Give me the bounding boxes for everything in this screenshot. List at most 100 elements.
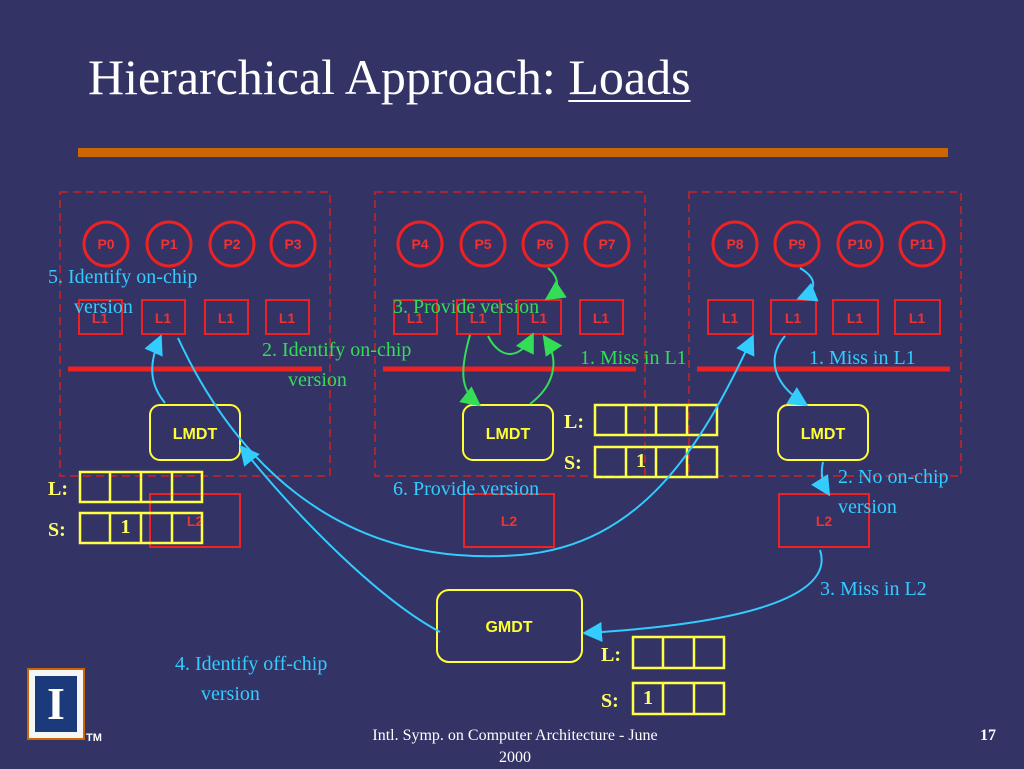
l1-cache	[894, 299, 941, 335]
l1-label: L1	[531, 310, 548, 326]
processor-label: P3	[284, 236, 301, 252]
table-middle-s-value: 1	[636, 450, 646, 472]
processor-label: P7	[598, 236, 615, 252]
processor-label: P9	[788, 236, 805, 252]
processor-circle	[836, 220, 884, 268]
l1-label: L1	[470, 310, 487, 326]
l1-cache	[770, 299, 817, 335]
l1-cache	[517, 299, 562, 335]
processor-label: P10	[848, 236, 873, 252]
processor-label: P8	[726, 236, 743, 252]
arrow-l1-transfer	[487, 332, 534, 355]
l1-label: L1	[407, 310, 424, 326]
l1-cache	[78, 299, 123, 335]
chip-boundary-2	[374, 191, 646, 477]
arrow-lmdt-to-l2-right	[811, 461, 831, 497]
footer-conference: Intl. Symp. on Computer Architecture - J…	[372, 727, 658, 766]
l1-label: L1	[218, 310, 235, 326]
arrow-l2-to-gmdt	[582, 549, 823, 643]
step-1-miss-mid-label: 1. Miss in L1	[580, 347, 687, 369]
l1-label: L1	[722, 310, 739, 326]
l1-label: L1	[785, 310, 802, 326]
table-middle-l-label: L:	[564, 411, 584, 433]
l1-cache	[832, 299, 879, 335]
processor-label: P5	[474, 236, 491, 252]
table-left-s-value: 1	[120, 516, 131, 538]
processor-circle	[396, 220, 444, 268]
gmdt-label: GMDT	[485, 619, 532, 636]
arrow-gmdt-to-lmdt-left	[239, 444, 441, 633]
page-number: 17	[980, 727, 996, 744]
arrow-l1-to-lmdt	[459, 334, 482, 407]
table-bottom-s-row	[631, 681, 726, 716]
processor-circle	[208, 220, 256, 268]
processor-label: P2	[223, 236, 240, 252]
processor-circle	[583, 220, 631, 268]
l2-label: L2	[187, 513, 204, 529]
lmdt-box	[149, 404, 241, 461]
slide-title: Hierarchical Approach: Loads	[88, 52, 691, 102]
lmdt-label: LMDT	[801, 426, 846, 443]
title-main: Hierarchical Approach:	[88, 49, 569, 105]
processor-label: P4	[411, 236, 428, 252]
table-left-s-label: S:	[48, 519, 66, 541]
lmdt-box	[462, 404, 554, 461]
processor-circle	[145, 220, 193, 268]
processor-circle	[459, 220, 507, 268]
gmdt-box	[436, 589, 583, 663]
title-underlined: Loads	[568, 49, 691, 105]
arrow-l1-to-lmdt-right	[773, 335, 809, 407]
chip-boundary-1	[59, 191, 331, 477]
step-1-miss-right-label: 1. Miss in L1	[809, 347, 916, 369]
trademark-mark: TM	[86, 732, 102, 744]
table-bottom-l-label: L:	[601, 644, 621, 666]
lmdt-box	[777, 404, 869, 461]
arrow-lmdt-to-l1	[529, 334, 563, 405]
processor-label: P0	[97, 236, 114, 252]
arrow-lmdt-to-l1-left	[144, 334, 166, 404]
l1-label: L1	[909, 310, 926, 326]
processor-circle	[898, 220, 946, 268]
l2-cache	[149, 493, 241, 548]
processor-circle	[773, 220, 821, 268]
l2-cache	[463, 493, 555, 548]
step-3-miss-l2-label: 3. Miss in L2	[820, 578, 927, 600]
l2-label: L2	[501, 513, 518, 529]
l1-label: L1	[279, 310, 296, 326]
logo-letter: I	[47, 678, 65, 729]
l1-cache	[141, 299, 186, 335]
l1-label: L1	[847, 310, 864, 326]
arrow-p6-to-l1	[544, 267, 567, 301]
processor-circle	[521, 220, 569, 268]
lmdt-label: LMDT	[173, 426, 218, 443]
l2-label: L2	[816, 513, 833, 529]
l1-label: L1	[593, 310, 610, 326]
table-left-l-label: L:	[48, 478, 68, 500]
arrow-l1-to-l1-cross-chip	[177, 334, 755, 558]
table-bottom-s-value: 1	[643, 687, 653, 709]
processor-circle	[711, 220, 759, 268]
l1-label: L1	[92, 310, 109, 326]
l1-cache	[456, 299, 501, 335]
processor-label: P6	[536, 236, 553, 252]
title-rule	[78, 148, 948, 157]
lmdt-label: LMDT	[486, 426, 531, 443]
arrow-p9-to-l1	[796, 267, 819, 302]
l1-cache	[393, 299, 438, 335]
step-6-provide-label: 6. Provide version	[393, 478, 540, 500]
processor-label: P11	[910, 236, 934, 252]
processor-circle	[82, 220, 130, 268]
processor-label: P1	[160, 236, 177, 252]
university-logo: I	[27, 668, 85, 740]
table-bottom-l-row	[631, 635, 726, 670]
step-3-provide-label: 3. Provide version	[393, 296, 540, 318]
l1-cache	[707, 299, 754, 335]
l1-cache	[204, 299, 249, 335]
table-middle-s-label: S:	[564, 452, 582, 474]
l1-label: L1	[155, 310, 172, 326]
